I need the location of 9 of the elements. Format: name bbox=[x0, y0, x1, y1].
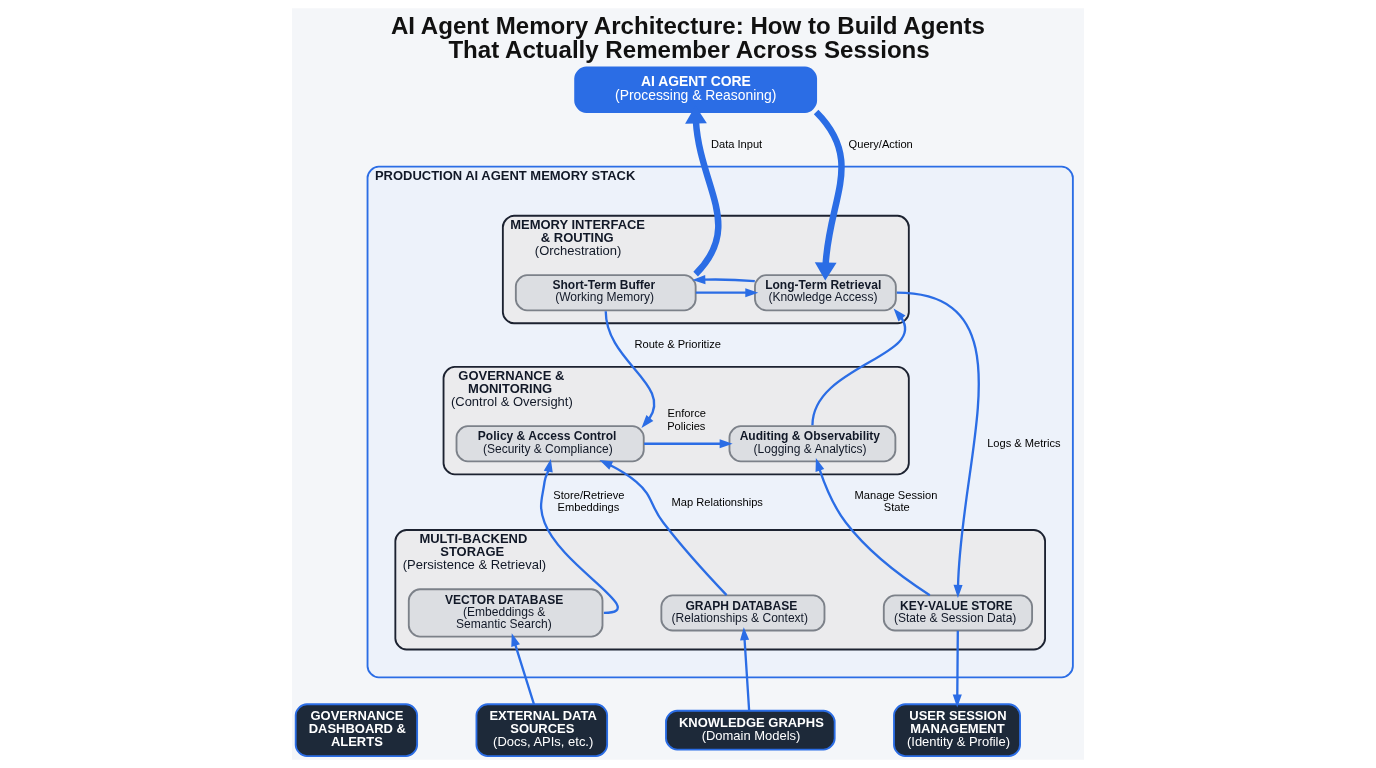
edge-label: Map Relationships bbox=[671, 495, 763, 508]
edge-label: Data Input bbox=[710, 138, 763, 151]
diagram-title: AI Agent Memory Architecture: How to Build Agents That Actually Remember Across Sessions bbox=[390, 11, 985, 64]
edge-label: Manage Session State bbox=[854, 489, 938, 514]
edge-label: Enforce Policies bbox=[667, 407, 706, 432]
edge-label: Logs & Metrics bbox=[987, 437, 1061, 450]
edge-label: Route & Prioritize bbox=[634, 338, 721, 351]
edge-label: Query/Action bbox=[848, 138, 913, 151]
edge-label: Store/Retrieve Embeddings bbox=[553, 489, 625, 514]
